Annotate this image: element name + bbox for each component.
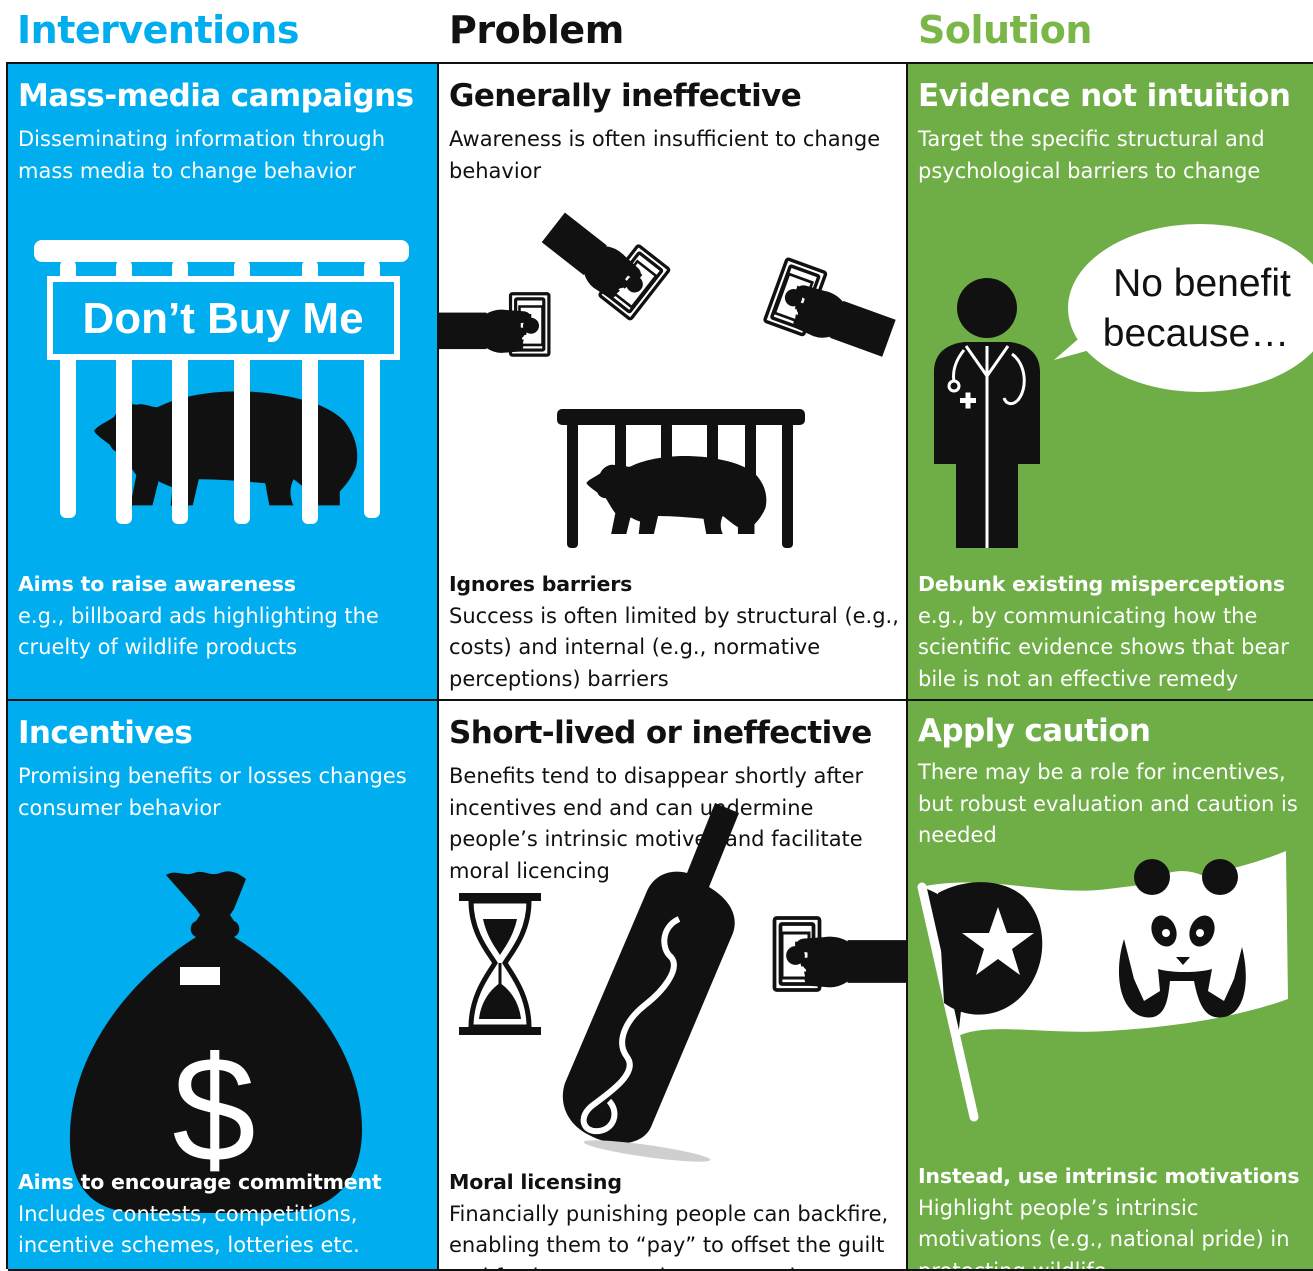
speech-line-1: No benefit [1113,262,1291,305]
incentives-cell: Incentives Promising benefits or losses … [8,701,439,1271]
intervention-grid: Mass-media campaigns Disseminating infor… [6,62,1313,1269]
debunk-sub-title: Debunk existing misperceptions [918,569,1307,601]
sign-text: Don’t Buy Me [82,294,363,343]
bear-cage-icon [557,409,805,548]
heading-interventions: Interventions [17,4,299,56]
intrinsic-motivation-sub-text: Highlight people’s intrinsic motivations… [918,1196,1290,1271]
hand-money-icon [775,918,909,990]
hand-money-icon [764,259,902,363]
hourglass-icon [459,893,541,1035]
debunk-sub-text: e.g., by communicating how the scientifi… [918,604,1289,691]
evidence-cell: Evidence not intuition Target the specif… [908,64,1313,701]
moral-licensing-sub-title: Moral licensing [449,1167,900,1199]
moral-licensing-sub-text: Financially punishing people can backfir… [449,1202,888,1271]
ignores-barriers-sub-title: Ignores barriers [449,569,900,601]
doctor-icon [934,278,1040,548]
speech-line-2: because… [1103,312,1289,355]
apply-caution-cell: Apply caution There may be a role for in… [908,701,1313,1271]
ignores-barriers-sub-text: Success is often limited by structural (… [449,604,899,691]
heading-problem: Problem [449,4,624,56]
commitment-sub-text: Includes contests, competitions, incenti… [18,1202,360,1258]
mass-media-cell: Mass-media campaigns Disseminating infor… [8,64,439,701]
mass-media-subsection: Aims to raise awareness e.g., billboard … [18,569,431,664]
hand-money-icon [439,294,549,355]
generally-ineffective-cell: Generally ineffective Awareness is often… [439,64,908,701]
intrinsic-motivation-sub-title: Instead, use intrinsic motivations [918,1161,1307,1193]
heading-solution: Solution [918,4,1092,56]
speech-bubble-icon: No benefit because… [1054,224,1313,392]
snake-wine-bottle-icon [563,803,739,1166]
mass-media-sub-title: Aims to raise awareness [18,569,431,601]
commitment-subsection: Aims to encourage commitment Includes co… [18,1167,431,1262]
intrinsic-motivation-subsection: Instead, use intrinsic motivations Highl… [918,1161,1307,1271]
debunk-subsection: Debunk existing misperceptions e.g., by … [918,569,1307,695]
hand-money-icon [538,197,670,319]
moral-licensing-subsection: Moral licensing Financially punishing pe… [449,1167,900,1271]
commitment-sub-title: Aims to encourage commitment [18,1167,431,1199]
short-lived-cell: Short-lived or ineffective Benefits tend… [439,701,908,1271]
ignores-barriers-subsection: Ignores barriers Success is often limite… [449,569,900,695]
mass-media-sub-text: e.g., billboard ads highlighting the cru… [18,604,379,660]
